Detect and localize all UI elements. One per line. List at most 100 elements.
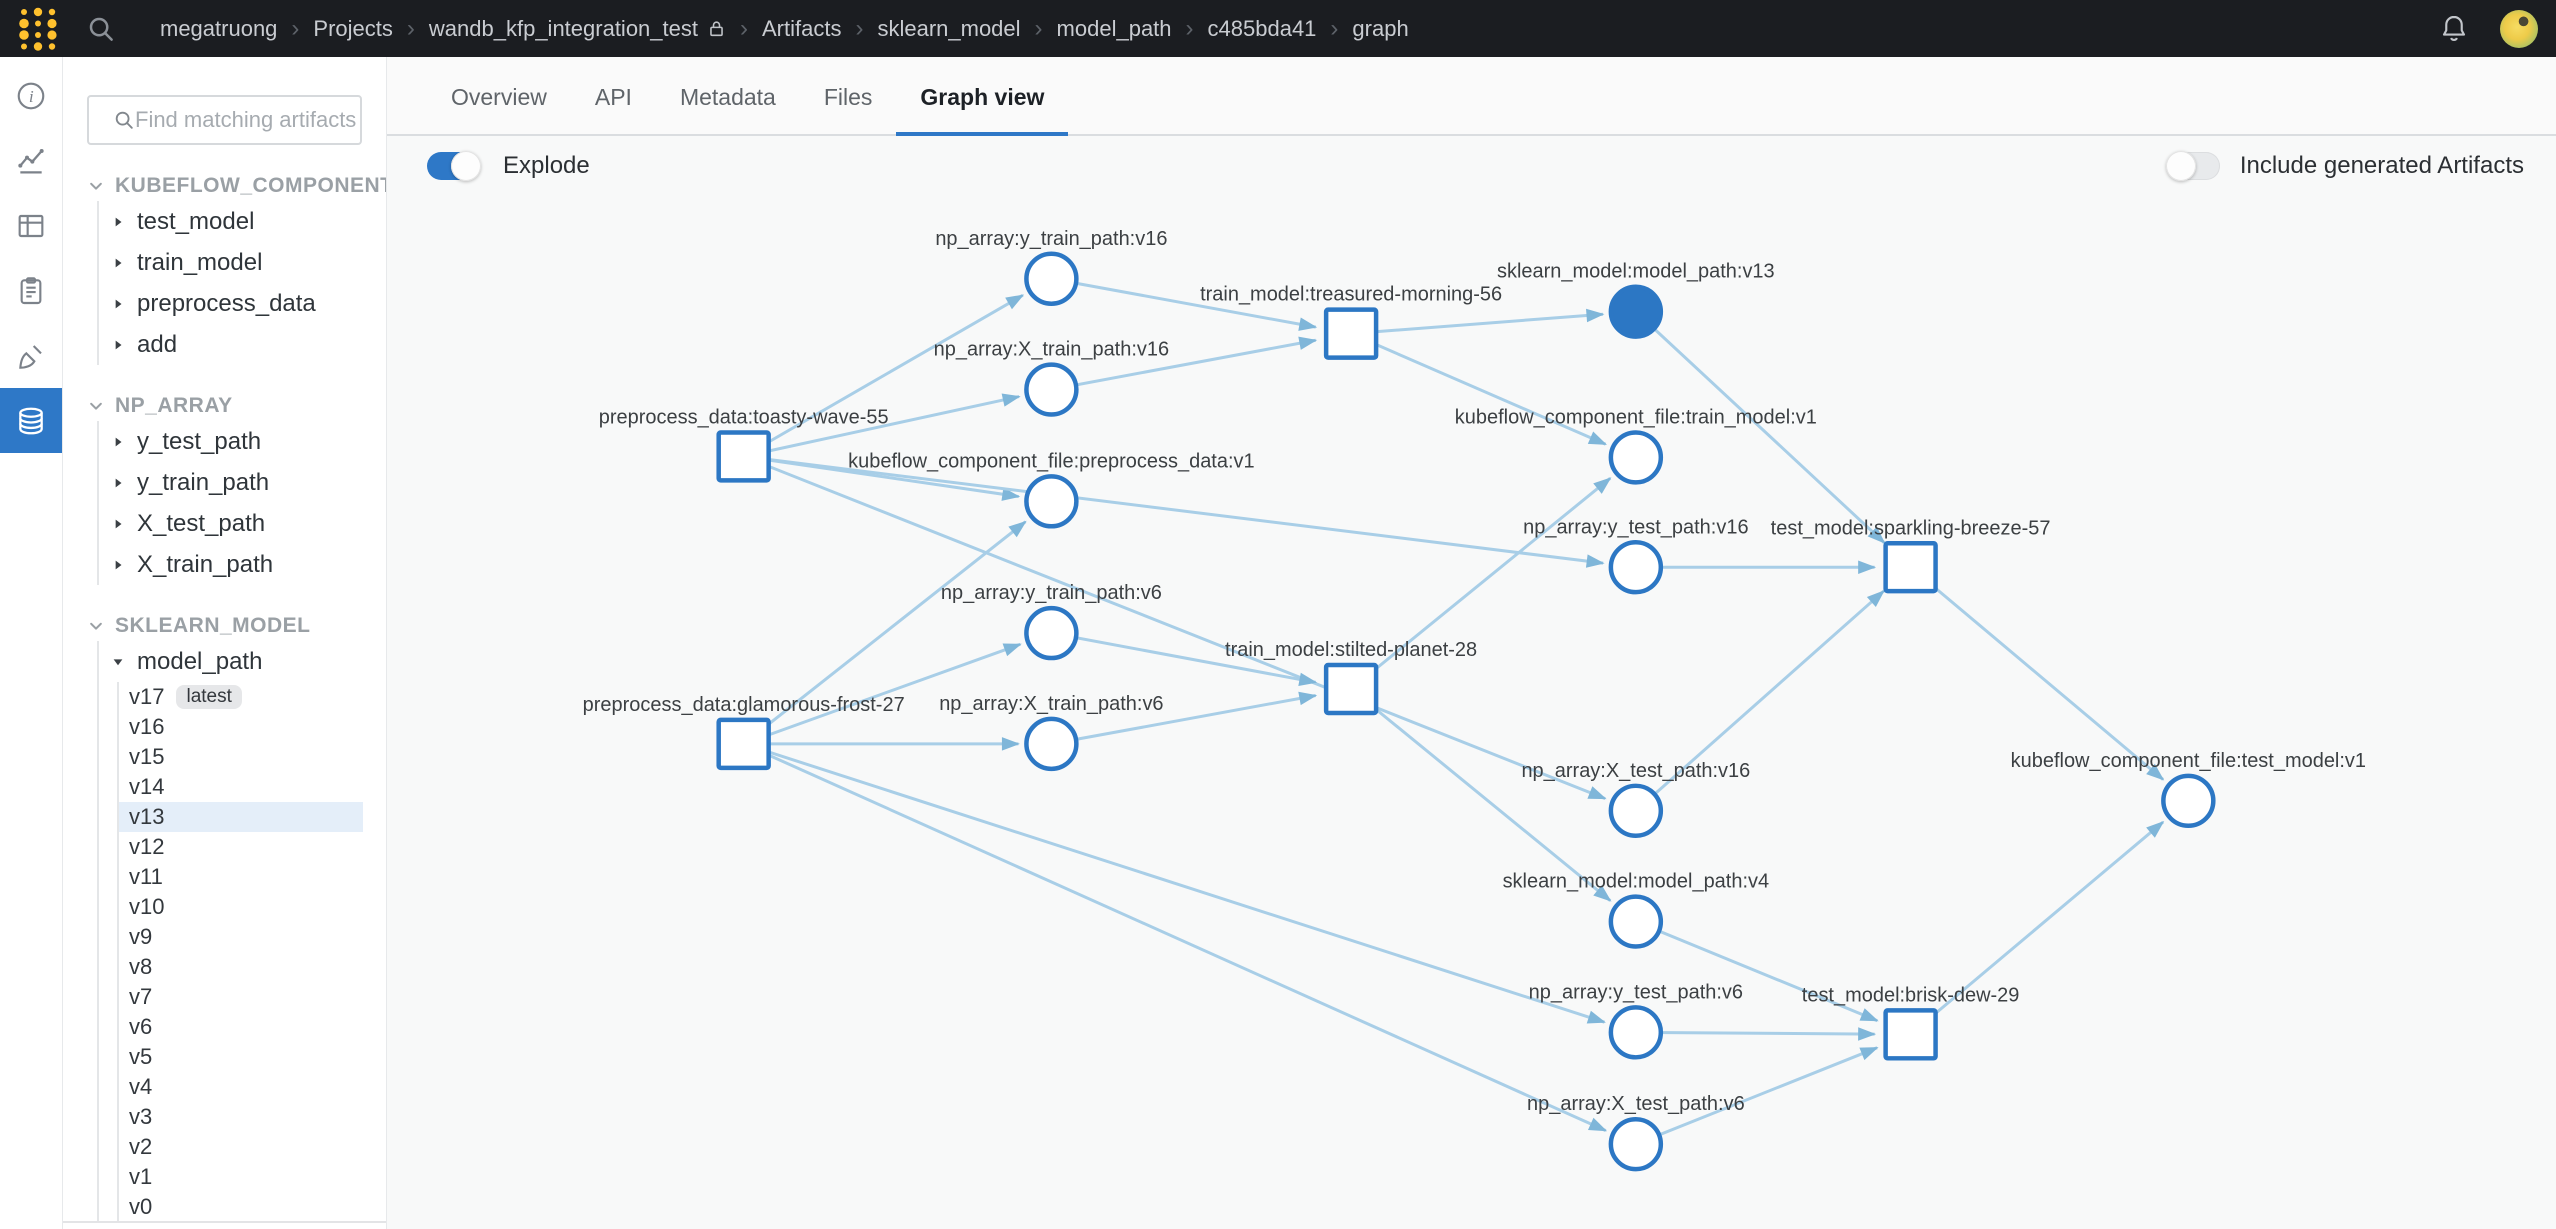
tree-item-X_test_path[interactable]: X_test_path <box>99 503 386 544</box>
breadcrumb-item[interactable]: Projects <box>313 16 392 42</box>
graph-edge-n5-n8 <box>743 454 1605 568</box>
breadcrumb-item[interactable]: sklearn_model <box>877 16 1020 42</box>
version-label: v5 <box>129 1044 153 1069</box>
sidebar-item-overview[interactable]: i <box>0 63 62 128</box>
include-generated-label: Include generated Artifacts <box>2239 152 2524 179</box>
breadcrumb-item[interactable]: megatruong <box>160 16 277 42</box>
tab-metadata[interactable]: Metadata <box>656 57 800 136</box>
version-item-v5[interactable]: v5 <box>119 1042 363 1072</box>
breadcrumb-item[interactable]: wandb_kfp_integration_test <box>429 16 726 42</box>
graph-node-np_array:y_train_path:v6[interactable] <box>1024 605 1079 661</box>
tree-item-train_model[interactable]: train_model <box>99 242 386 283</box>
search-icon[interactable] <box>86 14 116 44</box>
graph-node-test_model:sparkling-breeze-57[interactable] <box>1883 541 1938 594</box>
version-item-v7[interactable]: v7 <box>119 982 363 1012</box>
sidebar-item-reports[interactable] <box>0 258 62 323</box>
graph-node-train_model:stilted-planet-28[interactable] <box>1323 662 1379 716</box>
tree-item-test_model[interactable]: test_model <box>99 201 386 242</box>
tab-graph-view[interactable]: Graph view <box>896 57 1069 136</box>
version-item-v10[interactable]: v10 <box>119 892 363 922</box>
breadcrumb-item[interactable]: c485bda41 <box>1208 16 1317 42</box>
version-item-v1[interactable]: v1 <box>119 1162 363 1192</box>
graph-node-label: train_model:treasured-morning-56 <box>1200 284 1502 306</box>
info-icon: i <box>15 80 47 112</box>
graph-node-np_array:X_train_path:v16[interactable] <box>1024 362 1079 417</box>
version-item-v9[interactable]: v9 <box>119 922 363 952</box>
graph-labels: np_array:y_train_path:v16train_model:tre… <box>583 228 2366 1115</box>
tree-item-add[interactable]: add <box>99 324 386 365</box>
breadcrumb-label: c485bda41 <box>1207 15 1317 41</box>
version-label: v8 <box>129 954 153 979</box>
version-item-v12[interactable]: v12 <box>119 832 363 862</box>
graph-node-kubeflow_component_file:test_model:v1[interactable] <box>2161 773 2216 828</box>
breadcrumb-label: model_path <box>1056 15 1172 41</box>
tab-files[interactable]: Files <box>800 57 897 136</box>
breadcrumb-separator: › <box>740 14 748 42</box>
version-item-v8[interactable]: v8 <box>119 952 363 982</box>
version-item-v0[interactable]: v0 <box>119 1192 363 1222</box>
graph-node-np_array:X_test_path:v16[interactable] <box>1608 783 1664 838</box>
graph-node-np_array:y_test_path:v6[interactable] <box>1608 1005 1664 1060</box>
graph-node-np_array:X_train_path:v6[interactable] <box>1024 716 1079 772</box>
graph-node-sklearn_model:model_path:v13[interactable] <box>1608 284 1664 339</box>
graph-edge-n19-n18 <box>1635 1046 1879 1146</box>
explode-toggle[interactable] <box>427 151 481 181</box>
version-item-v14[interactable]: v14 <box>119 772 363 802</box>
version-label: v15 <box>129 744 165 769</box>
version-item-v16[interactable]: v16 <box>119 712 363 742</box>
tree-section-header[interactable]: KUBEFLOW_COMPONENT... <box>87 171 386 201</box>
version-item-v2[interactable]: v2 <box>119 1132 363 1162</box>
graph-node-test_model:brisk-dew-29[interactable] <box>1883 1008 1938 1061</box>
tree-section-label: NP_ARRAY <box>115 394 233 417</box>
sidebar-item-tables[interactable] <box>0 193 62 258</box>
version-label: v14 <box>129 774 165 799</box>
breadcrumb-item[interactable]: graph <box>1352 16 1408 42</box>
artifact-search-input[interactable] <box>133 106 360 134</box>
tree-item-y_train_path[interactable]: y_train_path <box>99 462 386 503</box>
notifications-bell-icon[interactable] <box>2438 13 2470 45</box>
version-item-v13[interactable]: v13 <box>119 802 363 832</box>
graph-edges <box>742 277 2165 1146</box>
tree-item-X_train_path[interactable]: X_train_path <box>99 544 386 585</box>
panel-scrollbar[interactable] <box>63 1221 386 1223</box>
breadcrumb-item[interactable]: Artifacts <box>762 16 841 42</box>
sidebar-item-sweeps[interactable] <box>0 323 62 388</box>
breadcrumb-label: megatruong <box>160 15 278 41</box>
graph-node-sklearn_model:model_path:v4[interactable] <box>1608 894 1664 949</box>
graph-edge-n12-n17 <box>743 742 1606 1024</box>
triangle-right-icon <box>111 476 125 490</box>
graph-node-kubeflow_component_file:preprocess_data:v1[interactable] <box>1024 474 1079 529</box>
user-avatar[interactable] <box>2500 9 2538 48</box>
breadcrumb-item[interactable]: model_path <box>1057 16 1172 42</box>
graph-node-train_model:treasured-morning-56[interactable] <box>1323 307 1379 360</box>
sidebar-item-workspace[interactable] <box>0 128 62 193</box>
graph-node-preprocess_data:glamorous-frost-27[interactable] <box>716 717 771 771</box>
wandb-logo-icon[interactable] <box>16 6 60 52</box>
tree-item-model_path[interactable]: model_path <box>99 641 386 682</box>
sidebar-item-artifacts[interactable] <box>0 388 62 453</box>
graph-node-kubeflow_component_file:train_model:v1[interactable] <box>1608 430 1664 485</box>
version-item-v3[interactable]: v3 <box>119 1102 363 1132</box>
tab-api[interactable]: API <box>571 57 656 136</box>
graph-node-np_array:y_test_path:v16[interactable] <box>1608 540 1664 595</box>
graph-node-np_array:X_test_path:v6[interactable] <box>1608 1116 1664 1172</box>
tree-section-header[interactable]: SKLEARN_MODEL <box>87 611 386 641</box>
version-item-v4[interactable]: v4 <box>119 1072 363 1102</box>
version-item-v15[interactable]: v15 <box>119 742 363 772</box>
tab-overview[interactable]: Overview <box>427 57 571 136</box>
version-item-v6[interactable]: v6 <box>119 1012 363 1042</box>
graph-node-preprocess_data:toasty-wave-55[interactable] <box>716 430 771 483</box>
graph-node-np_array:y_train_path:v16[interactable] <box>1024 251 1079 306</box>
tree-section-header[interactable]: NP_ARRAY <box>87 391 386 421</box>
include-generated-toggle[interactable] <box>2165 151 2220 181</box>
graph-edge-n4-n2 <box>1051 336 1318 392</box>
tree-item-preprocess_data[interactable]: preprocess_data <box>99 283 386 324</box>
lock-icon <box>707 18 726 39</box>
version-label: v12 <box>129 834 165 859</box>
tree-item-y_test_path[interactable]: y_test_path <box>99 421 386 462</box>
toggle-knob <box>2165 151 2196 181</box>
version-item-v11[interactable]: v11 <box>119 862 363 892</box>
